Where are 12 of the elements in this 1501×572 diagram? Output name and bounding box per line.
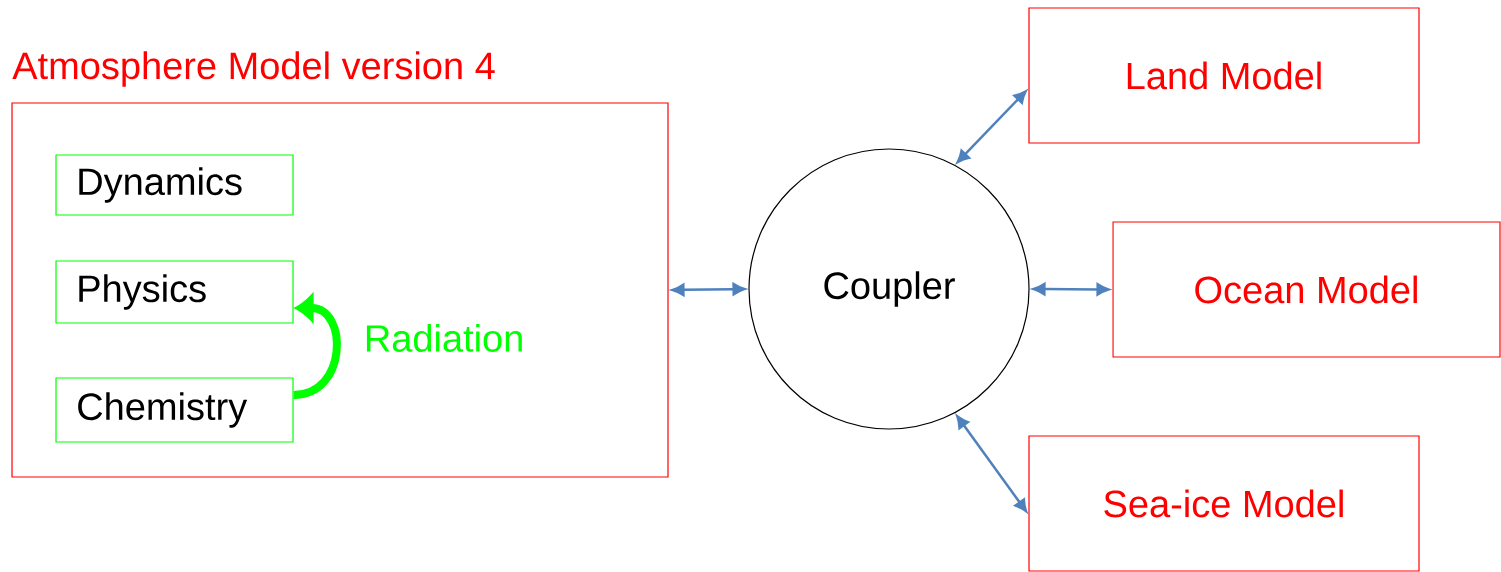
- arrow: [671, 282, 746, 297]
- module-box: Chemistry: [55, 377, 294, 443]
- model-box: Ocean Model: [1112, 221, 1501, 358]
- arrow: [956, 90, 1027, 164]
- module-box: Physics: [55, 260, 294, 324]
- model-box: Land Model: [1028, 7, 1420, 144]
- edge-label: Radiation: [366, 324, 522, 352]
- arrow: [956, 415, 1028, 513]
- module-box: Dynamics: [55, 154, 294, 216]
- arrow: [1032, 282, 1110, 296]
- heading: Atmosphere Model version 4: [12, 51, 495, 87]
- model-box: Sea-ice Model: [1028, 435, 1420, 572]
